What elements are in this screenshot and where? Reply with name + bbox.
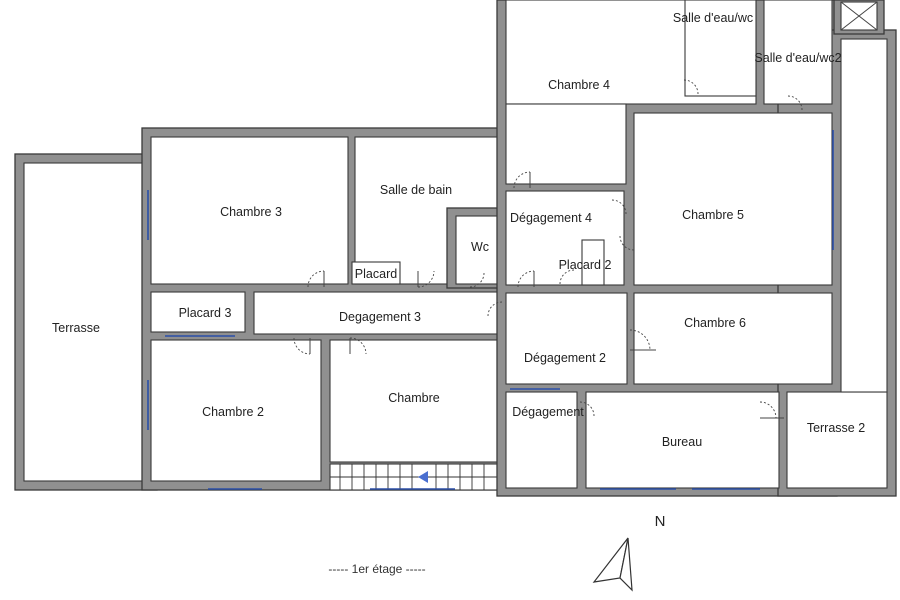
- placard-3-floor: [150, 291, 246, 333]
- label-degagement-2: Dégagement 2: [524, 351, 606, 365]
- chambre-2-floor: [150, 339, 322, 482]
- label-degagement-3: Degagement 3: [339, 310, 421, 324]
- stair-arrow-icon: [418, 471, 428, 483]
- label-chambre: Chambre: [388, 391, 439, 405]
- salle-eau-wc-floor: [684, 0, 757, 97]
- label-salle-de-bain: Salle de bain: [380, 183, 452, 197]
- label-terrasse: Terrasse: [52, 321, 100, 335]
- label-placard: Placard: [355, 267, 397, 281]
- label-chambre-5: Chambre 5: [682, 208, 744, 222]
- label-placard-3: Placard 3: [179, 306, 232, 320]
- chambre-5-floor: [633, 112, 833, 286]
- label-chambre-2: Chambre 2: [202, 405, 264, 419]
- chambre-floor: [329, 339, 502, 463]
- terrasse-floor: [23, 162, 149, 482]
- degagement-3-floor: [253, 291, 502, 335]
- label-degagement: Dégagement: [512, 405, 584, 419]
- label-chambre-4: Chambre 4: [548, 78, 610, 92]
- label-salle-eau-wc2: Salle d'eau/wc2: [754, 51, 841, 65]
- floor-label: ----- 1er étage -----: [328, 562, 425, 576]
- north-label: N: [655, 513, 666, 530]
- chambre-3-floor: [150, 136, 349, 285]
- bureau-floor: [585, 391, 780, 489]
- label-terrasse-2: Terrasse 2: [807, 421, 865, 435]
- terrasse-2-floor: [786, 391, 888, 489]
- label-wc: Wc: [471, 240, 489, 254]
- stairs: [329, 463, 502, 491]
- label-chambre-3: Chambre 3: [220, 205, 282, 219]
- windows: [147, 130, 834, 490]
- placard-floor: [351, 261, 401, 285]
- degagement-2-floor: [505, 292, 628, 385]
- salle-eau-wc2-floor: [763, 0, 833, 105]
- chambre-4-lower-floor: [505, 103, 627, 185]
- label-bureau: Bureau: [662, 435, 702, 449]
- label-chambre-6: Chambre 6: [684, 316, 746, 330]
- chambre-6-floor: [633, 292, 833, 385]
- label-degagement-4: Dégagement 4: [510, 211, 592, 225]
- right-strip-floor: [840, 38, 888, 393]
- north-arrow-icon: [592, 537, 633, 592]
- placard-2-floor: [581, 239, 605, 286]
- degagement-floor: [505, 391, 578, 489]
- ventilation-shaft-icon: [833, 0, 885, 35]
- label-salle-eau-wc: Salle d'eau/wc: [673, 11, 753, 25]
- doors: [293, 79, 803, 419]
- label-placard-2: Placard 2: [559, 258, 612, 272]
